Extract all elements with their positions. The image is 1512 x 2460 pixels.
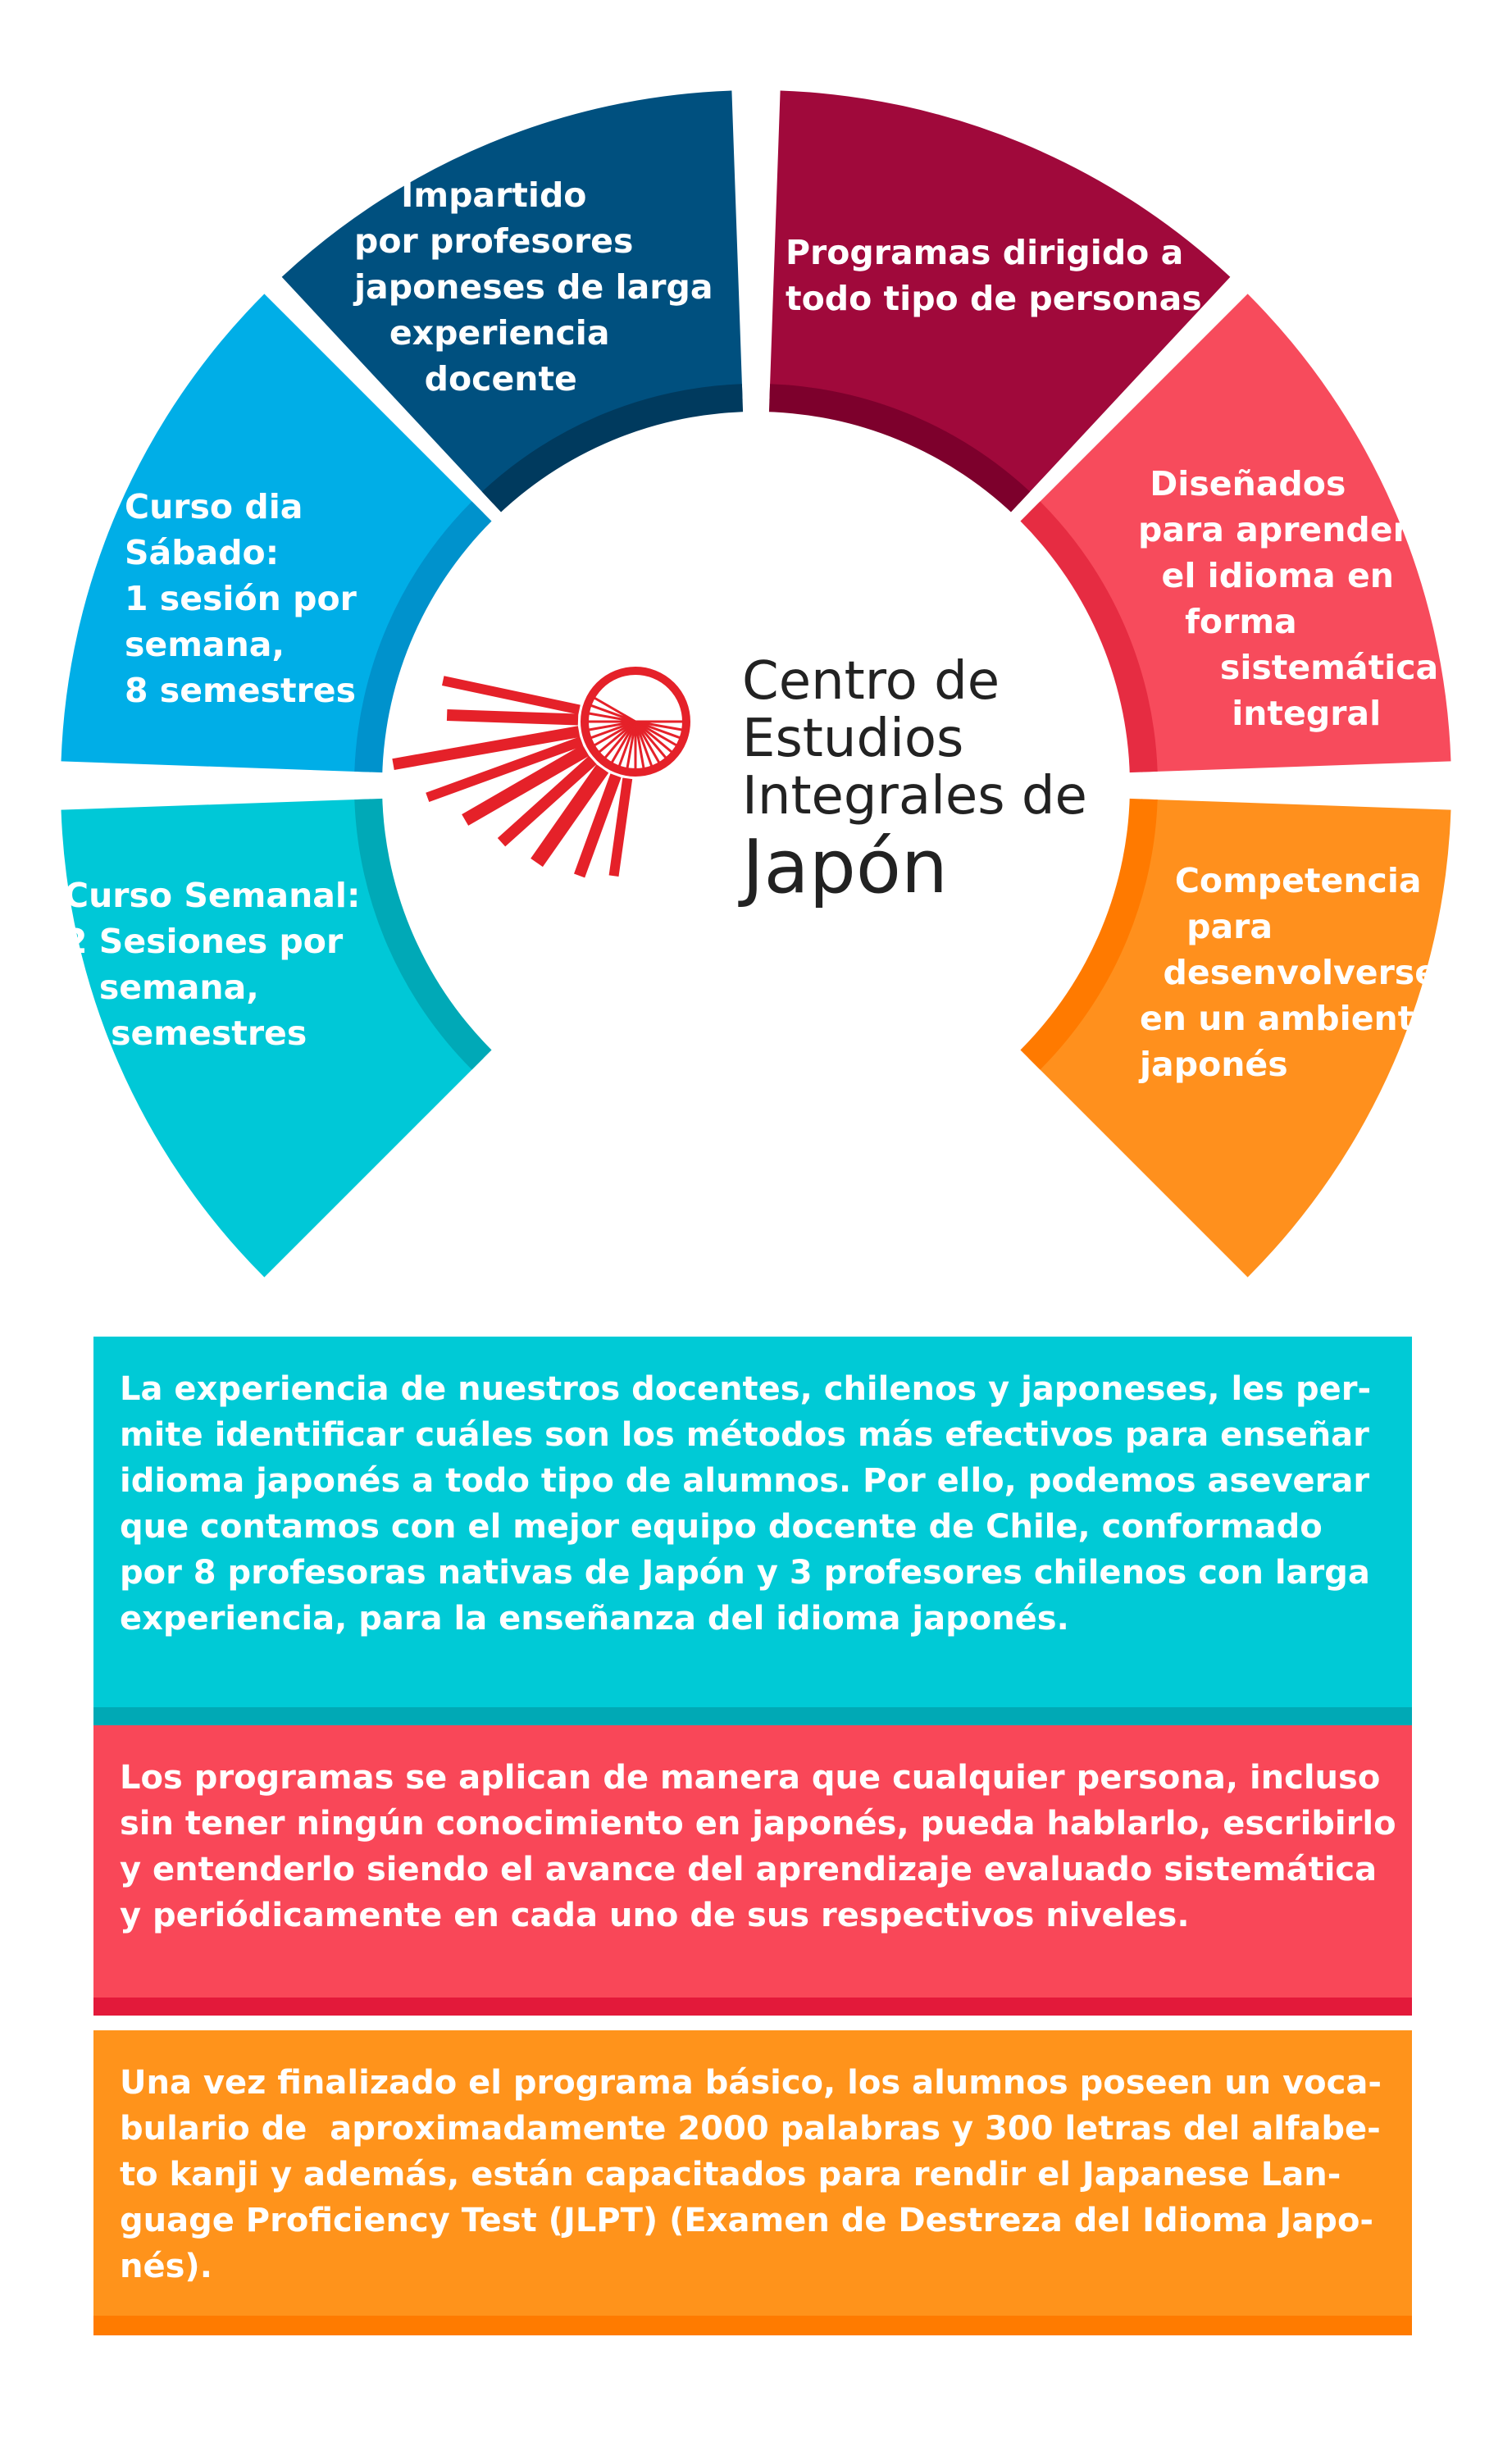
- info-box-vocabulario: Una vez finalizado el programa básico, l…: [93, 2030, 1412, 2335]
- logo-line-4: Japón: [742, 824, 948, 910]
- logo-sunburst-icon: [392, 667, 690, 878]
- segment-text-profesores: Impartido por profesores japoneses de la…: [354, 175, 713, 399]
- logo-wordmark: Centro de Estudios Integrales de Japón: [742, 653, 1087, 910]
- segment-text-curso-sabado: Curso dia Sábado: 1 sesión por semana, 8…: [125, 487, 357, 710]
- wheel-segment-outer-top-right: [769, 90, 1231, 504]
- info-box-docentes-text: La experiencia de nuestros docentes, chi…: [120, 1370, 1372, 1638]
- wheel-segment-outer-top-left: [281, 90, 743, 504]
- segment-text-disenados: Diseñados para aprender el idioma en for…: [1138, 464, 1473, 733]
- segment-text-curso-semanal: Curso Semanal: 2 Sesiones por semana, 7 …: [64, 876, 361, 1053]
- segment-text-competencia: Competencia para desenvolverse en un amb…: [1140, 861, 1438, 1084]
- logo-line-2: Estudios: [742, 708, 964, 769]
- center-disk: [382, 412, 1130, 1159]
- segment-text-programas: Programas dirigido a todo tipo de person…: [786, 233, 1202, 318]
- logo-line-1: Centro de: [742, 651, 1000, 712]
- half-wheel-diagram: [61, 90, 1451, 1278]
- info-box-vocabulario-bar: [93, 2316, 1412, 2335]
- info-box-programas: Los programas se aplican de manera que c…: [93, 1725, 1412, 2016]
- info-box-vocabulario-text: Una vez finalizado el programa básico, l…: [120, 2064, 1382, 2285]
- logo-line-3: Integrales de: [742, 766, 1087, 827]
- info-box-programas-text: Los programas se aplican de manera que c…: [120, 1759, 1396, 1934]
- info-box-docentes-bar: [93, 1707, 1412, 1725]
- info-box-docentes: La experiencia de nuestros docentes, chi…: [93, 1337, 1412, 1725]
- info-box-programas-bar: [93, 1998, 1412, 2016]
